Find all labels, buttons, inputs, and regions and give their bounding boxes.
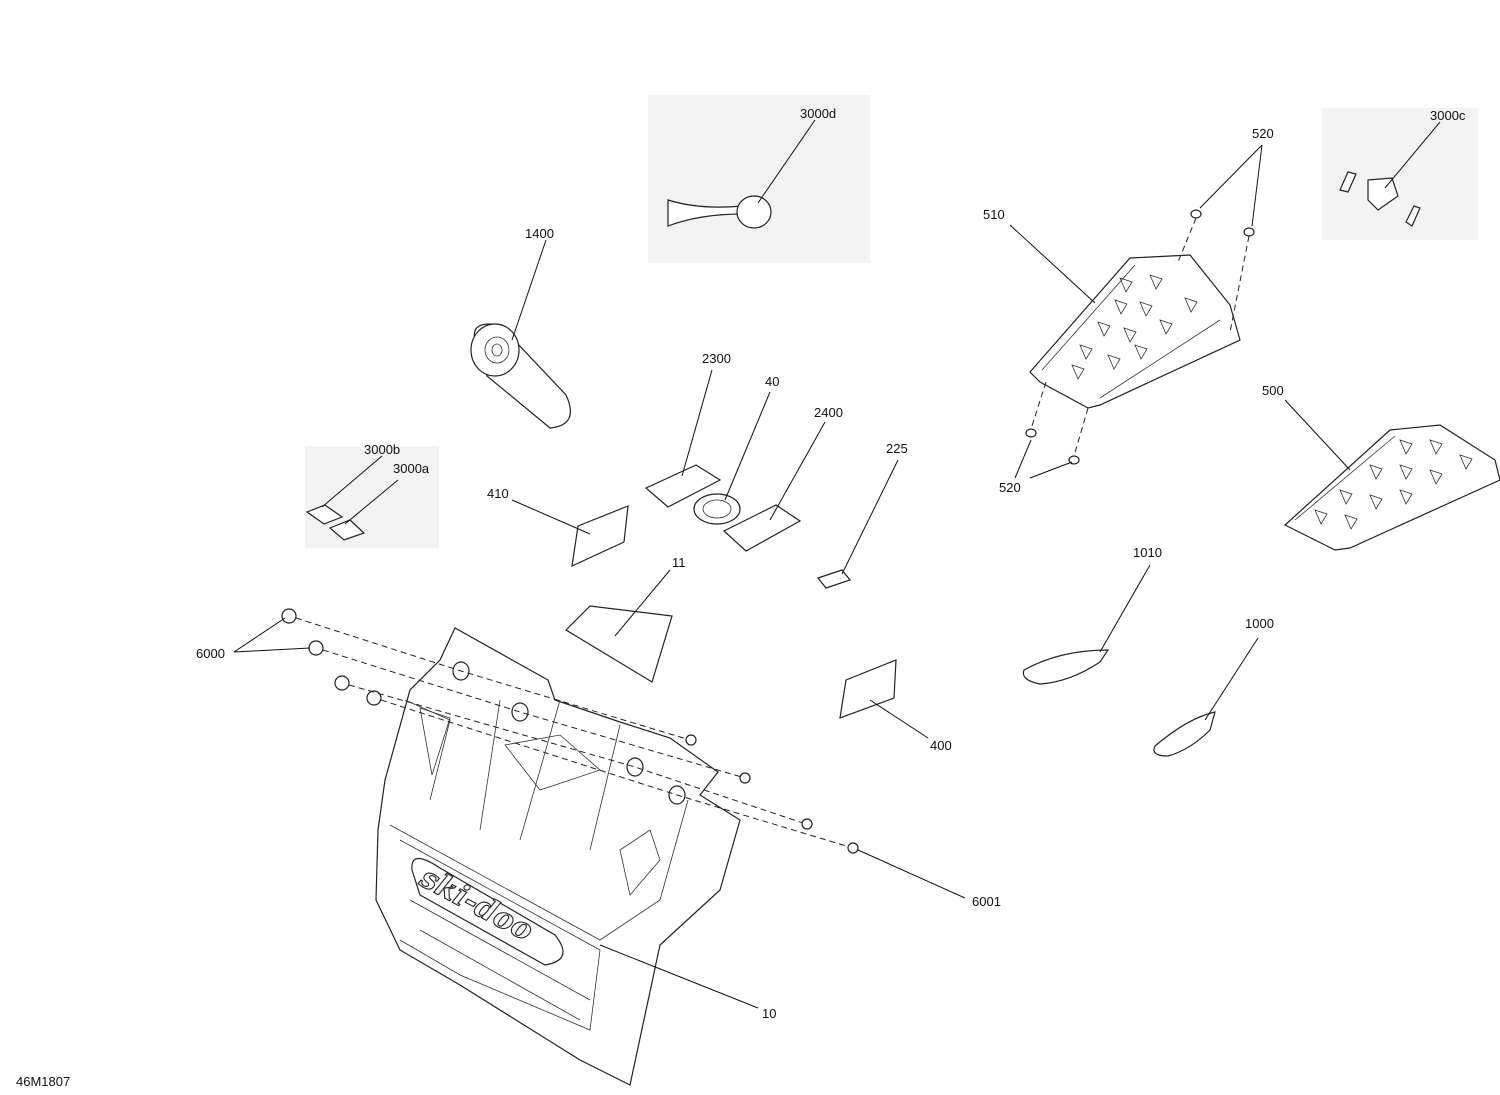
callout-3000a: 3000a [393,461,430,476]
callout-510: 510 [983,207,1005,222]
callout-520-bottom: 520 [999,480,1021,495]
part-6000-screws [281,608,854,849]
callout-3000c: 3000c [1430,108,1466,123]
callout-500: 500 [1262,383,1284,398]
part-1010-decal [1022,649,1110,685]
callout-410: 410 [487,486,509,501]
callout-3000d: 3000d [800,106,836,121]
callout-1000: 1000 [1245,616,1274,631]
part-510-running-board [1029,254,1241,409]
part-3000c-clips [1339,171,1421,227]
callout-520-top: 520 [1252,126,1274,141]
callout-11: 11 [672,555,686,570]
part-3000d-horn-decal [667,195,772,229]
inset-3000d [648,95,870,263]
part-400-decal [839,659,897,719]
part-40-emblem [693,493,741,525]
part-410-decal [571,505,629,568]
inset-3000c [1322,108,1478,240]
part-11-decal [565,605,673,683]
part-3000a-decal [328,519,366,541]
part-225-clip [816,569,852,589]
part-3000b-decal [305,504,344,525]
callout-1010: 1010 [1133,545,1162,560]
callout-40: 40 [765,374,779,389]
part-500-running-board [1283,424,1500,551]
callout-3000b: 3000b [364,442,400,457]
part-6001-washers [685,734,859,854]
callout-400: 400 [930,738,952,753]
part-2400-decal [722,504,802,552]
part-2300-decal [644,464,722,508]
part-1000-decal [1153,711,1216,757]
leader-lines [233,119,1441,1009]
callout-labels: 3000d 3000c 520 510 1400 2300 40 2400 22… [16,106,1466,1089]
callout-225: 225 [886,441,908,456]
callout-2300: 2300 [702,351,731,366]
callout-2400: 2400 [814,405,843,420]
part-1400-cylinder [470,323,571,429]
callout-6000: 6000 [196,646,225,661]
part-10-hood-panel: ski-doo [375,627,741,1086]
callout-6001: 6001 [972,894,1001,909]
drawing-id-label: 46M1807 [16,1074,70,1089]
callout-10: 10 [762,1006,776,1021]
inset-3000ab [305,446,439,548]
callout-1400: 1400 [525,226,554,241]
